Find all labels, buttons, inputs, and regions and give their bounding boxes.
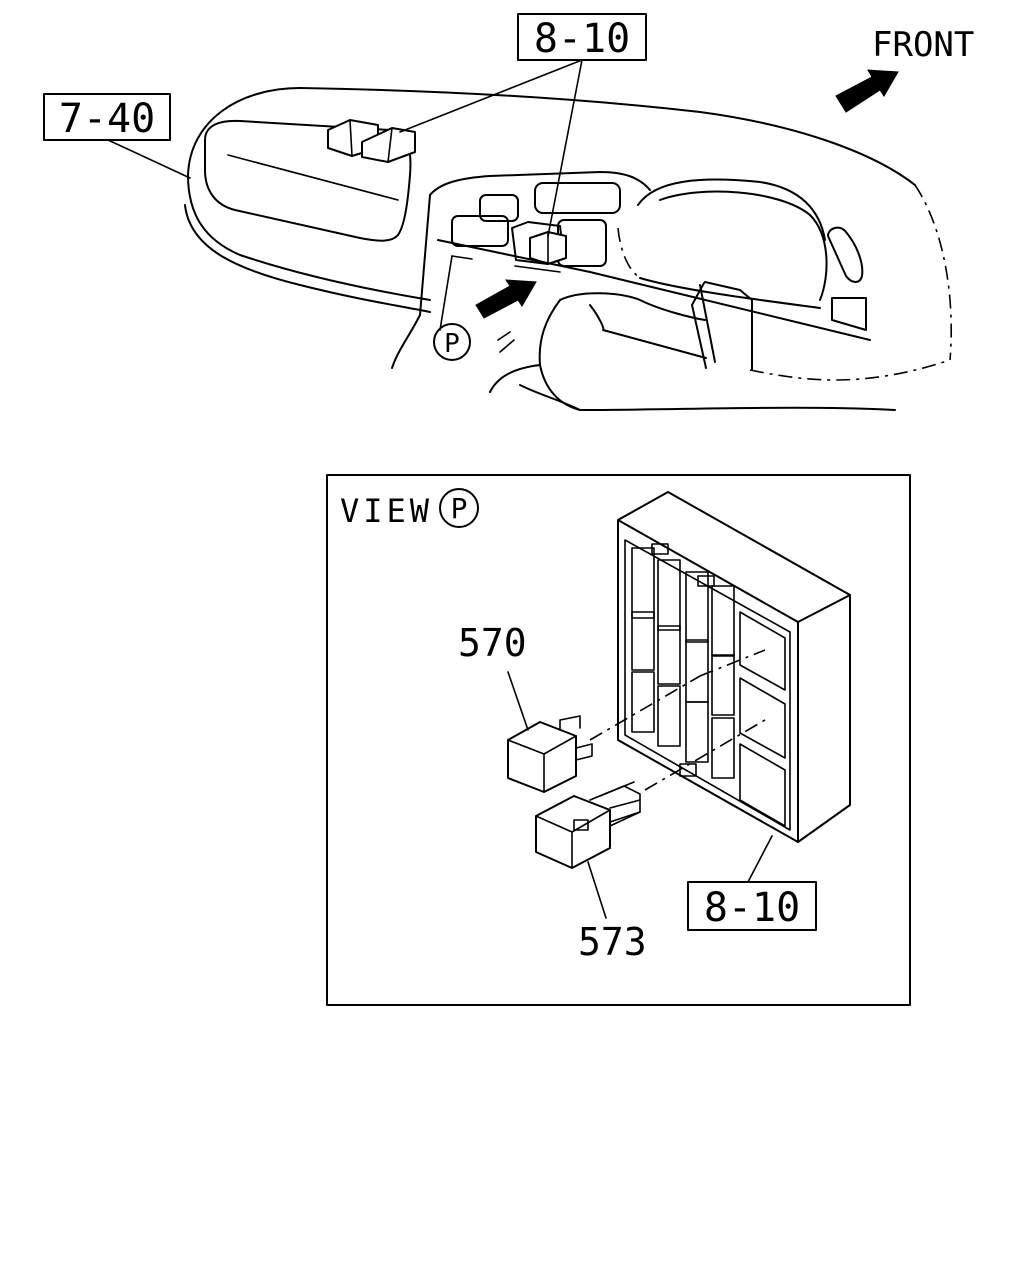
view-title-marker [439, 488, 479, 528]
view-frame [326, 474, 911, 1006]
view-p-marker-label: P [444, 329, 460, 359]
ref-label-7-40: 7-40 [59, 96, 155, 142]
part-label-570: 570 [458, 621, 527, 665]
ref-label-8-10-view: 8-10 [704, 885, 800, 931]
front-arrow-icon [835, 69, 899, 113]
part-label-573: 573 [578, 920, 647, 964]
relay-570 [507, 649, 766, 793]
view-p-marker [433, 323, 471, 361]
ref-box-7-40 [43, 93, 171, 141]
view-title-marker-label: P [451, 492, 468, 525]
view-title: VIEW [340, 492, 433, 530]
view-p-panel: VIEW P [326, 474, 911, 1006]
relay-box [617, 491, 851, 843]
relay-573 [535, 719, 766, 869]
dashboard-illustration: P [184, 69, 953, 411]
front-label: FRONT [872, 25, 974, 65]
ref-label-8-10-top: 8-10 [534, 16, 630, 62]
ref-box-8-10-view [687, 881, 817, 931]
